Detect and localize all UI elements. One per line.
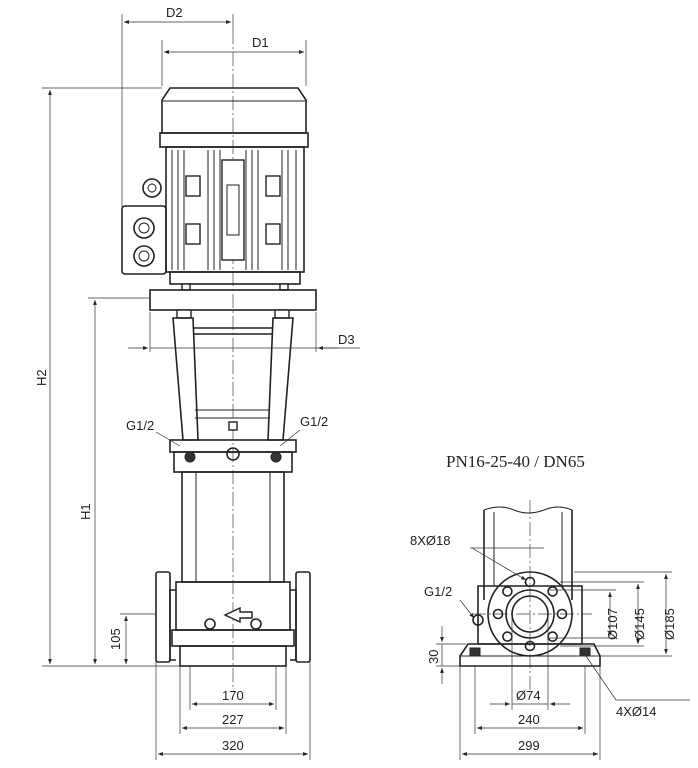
dim-170: 170 xyxy=(222,688,244,703)
dim-phi185: Ø185 xyxy=(662,608,677,640)
port-left-label: G1/2 xyxy=(126,418,154,433)
dim-240: 240 xyxy=(518,712,540,727)
dim-320: 320 xyxy=(222,738,244,753)
motor xyxy=(121,87,309,291)
bolt-holes-label: 8XØ18 xyxy=(410,533,450,548)
flange-view: PN16-25-40 / DN65 xyxy=(410,452,690,760)
port-right-label: G1/2 xyxy=(300,414,328,429)
base-holes-label: 4XØ14 xyxy=(616,704,656,719)
front-view: D2 D1 D3 H2 H1 105 G1/2 G1/2 1 xyxy=(34,5,360,760)
flange-ring xyxy=(487,571,573,657)
dim-105: 105 xyxy=(108,628,123,650)
dim-phi74: Ø74 xyxy=(516,688,541,703)
side-port-label: G1/2 xyxy=(424,584,452,599)
dim-30: 30 xyxy=(426,650,441,664)
dim-227: 227 xyxy=(222,712,244,727)
dim-phi107: Ø107 xyxy=(605,608,620,640)
dim-D1: D1 xyxy=(252,35,269,50)
dim-D2: D2 xyxy=(166,5,183,20)
dim-H2: H2 xyxy=(34,369,49,386)
dim-H1: H1 xyxy=(78,503,93,520)
flow-arrow-icon xyxy=(223,606,253,624)
flange-title: PN16-25-40 / DN65 xyxy=(446,452,585,471)
eye-bolt xyxy=(142,178,162,198)
dim-299: 299 xyxy=(518,738,540,753)
pump-base xyxy=(155,571,311,667)
terminal-box xyxy=(121,205,167,275)
dim-D3: D3 xyxy=(338,332,355,347)
motor-fins xyxy=(171,150,297,270)
dim-phi145: Ø145 xyxy=(632,608,647,640)
